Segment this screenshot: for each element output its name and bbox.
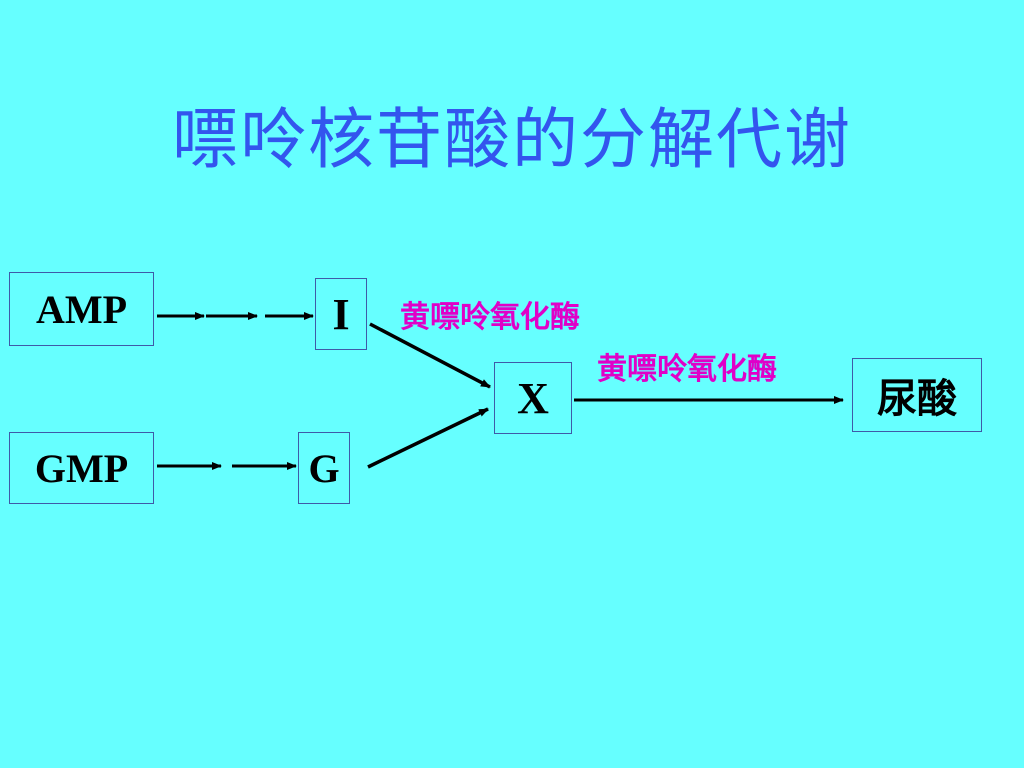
amp-box: AMP	[9, 272, 154, 346]
i-to-x-arrow	[369, 322, 491, 389]
x-box: X	[494, 362, 572, 434]
enzyme-label-1: 黄嘌呤氧化酶	[400, 300, 580, 335]
g-to-x-arrow	[367, 407, 489, 469]
gmp-box: GMP	[9, 432, 154, 504]
uric-acid-box: 尿酸	[852, 358, 982, 432]
i-box: I	[315, 278, 367, 350]
slide-title: 嘌呤核苷酸的分解代谢	[172, 101, 852, 178]
g-box: G	[298, 432, 350, 504]
enzyme-label-2: 黄嘌呤氧化酶	[597, 352, 777, 387]
